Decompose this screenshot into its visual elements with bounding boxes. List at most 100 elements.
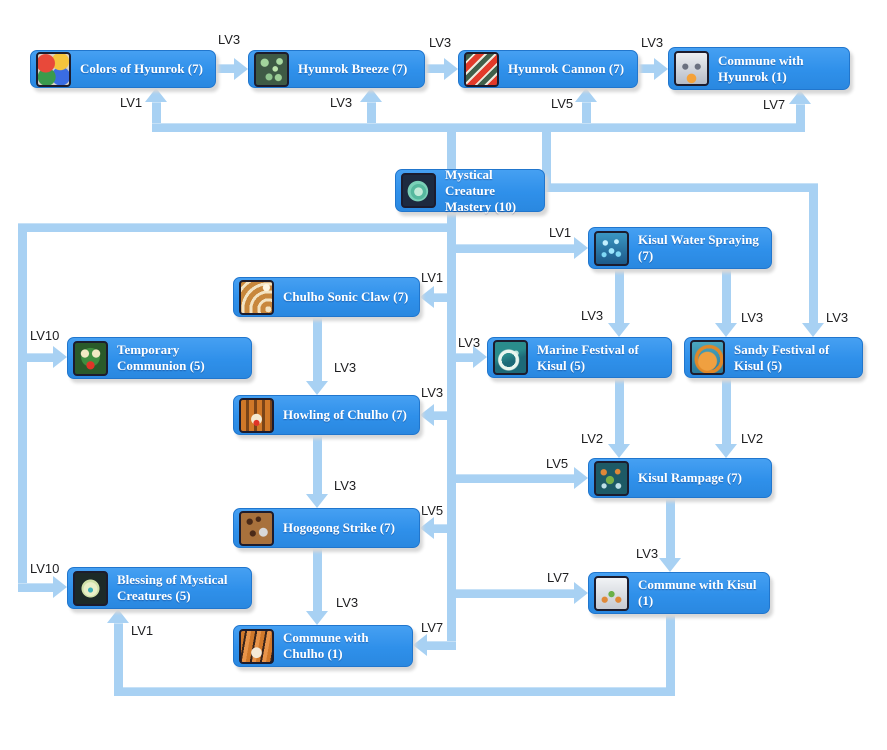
chulho-sonic-claw-icon xyxy=(239,279,274,315)
connector-line xyxy=(18,223,456,232)
connector-line xyxy=(433,411,447,420)
connector-line xyxy=(666,614,675,696)
node-howling-of-chulho[interactable]: Howling of Chulho (7) xyxy=(233,395,420,435)
node-label: Kisul Water Spraying (7) xyxy=(638,232,759,263)
node-label: Hyunrok Cannon (7) xyxy=(508,61,625,76)
marine-festival-of-kisul-icon xyxy=(493,340,528,375)
connector-line xyxy=(216,64,234,73)
commune-with-kisul-icon xyxy=(594,575,629,611)
edge-level-label: LV3 xyxy=(330,95,353,110)
connector-line xyxy=(582,102,591,123)
node-hogogong-strike[interactable]: Hogogong Strike (7) xyxy=(233,508,420,548)
arrowhead-right xyxy=(574,582,588,604)
node-mystical-creature-mastery[interactable]: Mystical Creature Mastery (10) xyxy=(395,167,545,214)
connector-line xyxy=(615,378,624,444)
edge-level-label: LV1 xyxy=(120,95,143,110)
connector-line xyxy=(615,269,624,323)
connector-line xyxy=(152,123,805,132)
node-commune-with-chulho[interactable]: Commune with Chulho (1) xyxy=(233,625,413,667)
connector-line xyxy=(456,474,574,483)
edge-level-label: LV3 xyxy=(826,310,849,325)
connector-line xyxy=(456,589,574,598)
arrowhead-down xyxy=(715,323,737,337)
node-colors-of-hyunrok[interactable]: Colors of Hyunrok (7) xyxy=(30,50,216,88)
node-label: Temporary Communion (5) xyxy=(117,342,205,373)
node-label: Blessing of Mystical Creatures (5) xyxy=(117,572,228,603)
connector-line xyxy=(313,317,322,381)
node-commune-with-kisul[interactable]: Commune with Kisul (1) xyxy=(588,572,770,614)
arrowhead-up xyxy=(360,88,382,102)
node-temporary-communion[interactable]: Temporary Communion (5) xyxy=(67,337,252,379)
connector-line xyxy=(545,183,818,192)
node-label: Commune with Hyunrok (1) xyxy=(718,52,804,84)
arrowhead-up xyxy=(575,88,597,102)
edge-level-label: LV10 xyxy=(30,328,60,343)
arrowhead-down xyxy=(306,381,328,395)
edge-level-label: LV7 xyxy=(421,620,444,635)
sandy-festival-of-kisul-icon xyxy=(690,340,725,375)
arrowhead-up xyxy=(107,609,129,623)
blessing-of-mystical-creatures-icon xyxy=(73,570,108,606)
arrowhead-up xyxy=(789,90,811,104)
edge-level-label: LV3 xyxy=(641,35,664,50)
commune-with-chulho-icon xyxy=(239,628,274,664)
edge-level-label: LV5 xyxy=(546,456,569,471)
arrowhead-down xyxy=(306,611,328,625)
connector-line xyxy=(313,548,322,611)
arrowhead-right xyxy=(53,576,67,598)
edge-level-label: LV1 xyxy=(421,270,444,285)
edge-level-label: LV3 xyxy=(334,360,357,375)
connector-line xyxy=(18,223,27,592)
node-label: Sandy Festival of Kisul (5) xyxy=(734,341,830,373)
edge-level-label: LV3 xyxy=(429,35,452,50)
arrowhead-right xyxy=(234,58,248,80)
node-label: Commune with Kisul (1) xyxy=(638,577,757,608)
edge-level-label: LV2 xyxy=(741,431,764,446)
edge-level-label: LV3 xyxy=(336,595,359,610)
edge-level-label: LV3 xyxy=(458,335,481,350)
node-marine-festival-of-kisul[interactable]: Marine Festival of Kisul (5) xyxy=(487,337,672,378)
edge-level-label: LV1 xyxy=(549,225,572,240)
connector-line xyxy=(638,64,654,73)
edge-level-label: LV3 xyxy=(581,308,604,323)
edge-level-label: LV3 xyxy=(334,478,357,493)
node-hyunrok-cannon[interactable]: Hyunrok Cannon (7) xyxy=(458,50,638,88)
arrowhead-left xyxy=(420,517,434,539)
edge-level-label: LV1 xyxy=(131,623,154,638)
node-kisul-rampage[interactable]: Kisul Rampage (7) xyxy=(588,458,772,498)
kisul-water-spraying-icon xyxy=(594,230,629,266)
arrowhead-right xyxy=(473,346,487,368)
connector-line xyxy=(809,183,818,323)
connector-line xyxy=(27,353,53,362)
node-sandy-festival-of-kisul[interactable]: Sandy Festival of Kisul (5) xyxy=(684,337,863,378)
hyunrok-breeze-icon xyxy=(254,51,289,87)
connector-line xyxy=(152,102,161,123)
connector-line xyxy=(433,524,447,533)
edge-level-label: LV3 xyxy=(636,546,659,561)
connector-line xyxy=(456,353,473,362)
connector-line xyxy=(447,123,456,650)
arrowhead-left xyxy=(413,634,427,656)
node-label: Howling of Chulho (7) xyxy=(283,407,407,422)
connector-line xyxy=(427,641,456,650)
node-label: Colors of Hyunrok (7) xyxy=(80,61,203,76)
node-blessing-of-mystical-creatures[interactable]: Blessing of Mystical Creatures (5) xyxy=(67,567,252,609)
connector-line xyxy=(722,378,731,444)
arrowhead-left xyxy=(420,286,434,308)
arrowhead-down xyxy=(659,558,681,572)
node-kisul-water-spraying[interactable]: Kisul Water Spraying (7) xyxy=(588,227,772,269)
connector-line xyxy=(542,123,551,192)
node-hyunrok-breeze[interactable]: Hyunrok Breeze (7) xyxy=(248,50,425,88)
connector-line xyxy=(313,435,322,494)
node-commune-with-hyunrok[interactable]: Commune with Hyunrok (1) xyxy=(668,47,850,90)
node-label: Chulho Sonic Claw (7) xyxy=(283,289,409,304)
arrowhead-down xyxy=(715,444,737,458)
connector-line xyxy=(18,583,53,592)
node-chulho-sonic-claw[interactable]: Chulho Sonic Claw (7) xyxy=(233,277,420,317)
hyunrok-cannon-icon xyxy=(464,51,499,87)
connector-line xyxy=(425,64,444,73)
edge-level-label: LV3 xyxy=(218,32,241,47)
arrowhead-right xyxy=(444,58,458,80)
arrowhead-right xyxy=(574,237,588,259)
arrowhead-right xyxy=(654,58,668,80)
